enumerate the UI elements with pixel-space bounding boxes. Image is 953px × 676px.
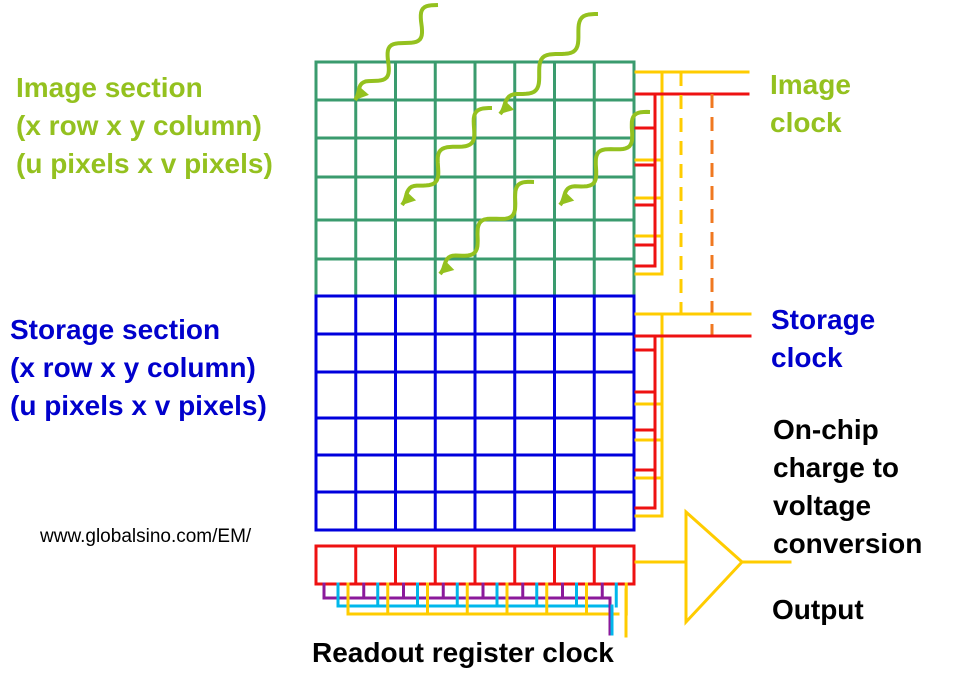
photon-wavy-line bbox=[353, 3, 439, 102]
photon-arrowhead bbox=[402, 190, 417, 205]
photon-wavy-line bbox=[438, 179, 535, 276]
storage-section-rows-cols: (x row x y column) bbox=[10, 352, 256, 383]
image-clock-label: Image clock bbox=[770, 66, 851, 142]
photon-wavy-line bbox=[498, 12, 598, 116]
image-section-rows-cols: (x row x y column) bbox=[16, 110, 262, 141]
image-section-grid bbox=[314, 60, 636, 298]
readout-register-clock-text: Readout register clock bbox=[312, 637, 614, 668]
storage-section-label: Storage section (x row x y column) (u pi… bbox=[10, 311, 267, 425]
image-clock-line-2: clock bbox=[770, 107, 842, 138]
image-section-label: Image section (x row x y column) (u pixe… bbox=[16, 69, 273, 183]
output-label: Output bbox=[772, 591, 864, 629]
image-clock-wires bbox=[634, 70, 750, 336]
storage-clock-line-1: Storage bbox=[771, 304, 876, 335]
photon-arrowhead bbox=[355, 85, 369, 100]
storage-clock-line-2: clock bbox=[771, 342, 843, 373]
conversion-line-3: voltage bbox=[773, 490, 872, 521]
storage-clock-label: Storage clock bbox=[771, 301, 875, 377]
amplifier-triangle bbox=[684, 508, 745, 626]
storage-section-pixels: (u pixels x v pixels) bbox=[10, 390, 267, 421]
source-url: www.globalsino.com/EM/ bbox=[40, 526, 252, 547]
image-section-title: Image section bbox=[16, 72, 203, 103]
output-text: Output bbox=[772, 594, 864, 625]
photon-arrowhead bbox=[560, 190, 575, 205]
conversion-label: On-chip charge to voltage conversion bbox=[773, 411, 922, 563]
storage-clock-wires bbox=[634, 312, 752, 518]
conversion-line-2: charge to bbox=[773, 452, 900, 483]
storage-section-title: Storage section bbox=[10, 314, 221, 345]
image-section-pixels: (u pixels x v pixels) bbox=[16, 148, 273, 179]
conversion-line-4: conversion bbox=[773, 528, 923, 559]
readout-register bbox=[314, 544, 636, 586]
photon-wavy-line bbox=[400, 106, 492, 207]
photon-arrowhead bbox=[440, 259, 455, 274]
readout-clock-wires bbox=[322, 582, 628, 638]
conversion-line-1: On-chip bbox=[773, 414, 879, 445]
storage-section-grid bbox=[314, 294, 636, 532]
photon-arrowhead bbox=[500, 99, 515, 114]
readout-register-clock-label: Readout register clock bbox=[312, 634, 614, 672]
output-amplifier bbox=[634, 508, 792, 626]
image-clock-line-1: Image bbox=[770, 69, 851, 100]
photon-wavy-line bbox=[558, 109, 651, 207]
photon-arrows bbox=[353, 3, 651, 276]
